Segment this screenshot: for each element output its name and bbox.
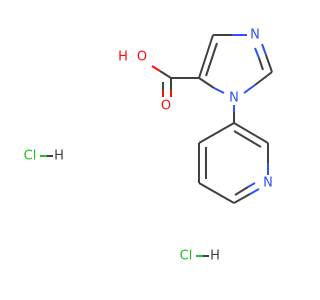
bond-carboxyl-c-oh	[159, 70, 172, 79]
bond-n3-c2-inner	[258, 57, 264, 71]
imidazole-n1-label: N	[229, 91, 239, 106]
bond-c2-n1	[254, 71, 273, 86]
molecule-structure: H O O N N N Cl H Cl H	[24, 28, 273, 264]
bond-py-c6-n-blue	[249, 188, 260, 195]
bond-py-c6-n-inner-blue	[247, 182, 256, 188]
bond-c5-c4	[198, 34, 214, 79]
carboxylic-acid-group	[151, 65, 199, 97]
imidazole-n3-label: N	[250, 28, 260, 43]
hcl2-h-label: H	[210, 249, 220, 264]
bond-py-c6-n-inner	[234, 186, 249, 196]
bond-c5-c4-inner	[205, 42, 218, 77]
bond-py-c2-c3	[233, 122, 269, 144]
bond-c2-n1-blue	[243, 84, 256, 94]
carbonyl-o-label: O	[161, 99, 171, 114]
bond-py-c5-c6	[198, 182, 235, 204]
hydroxyl-o-label: O	[137, 50, 147, 65]
bond-n3-c2	[265, 54, 273, 73]
bond-py-c6-n	[233, 193, 251, 204]
hydroxyl-h-label: H	[118, 50, 128, 65]
bond-n1-c5	[198, 77, 215, 89]
bond-py-c3-c4	[198, 122, 235, 144]
hcl1-cl-label: Cl	[24, 149, 37, 164]
hcl2-cl-label: Cl	[180, 249, 193, 264]
hcl1-h-label: H	[54, 149, 64, 164]
imidazole-ring	[198, 34, 273, 123]
pyridine-ring	[198, 122, 269, 204]
bond-n3-c2-inner-blue	[254, 47, 260, 59]
bond-py-c2-c3-inner	[233, 130, 262, 148]
bond-carboxyl-c-oh-red	[151, 65, 161, 72]
pyridine-n-label: N	[263, 176, 273, 191]
bond-n3-c2-blue	[261, 43, 267, 56]
bond-n1-c5-blue	[213, 87, 225, 94]
